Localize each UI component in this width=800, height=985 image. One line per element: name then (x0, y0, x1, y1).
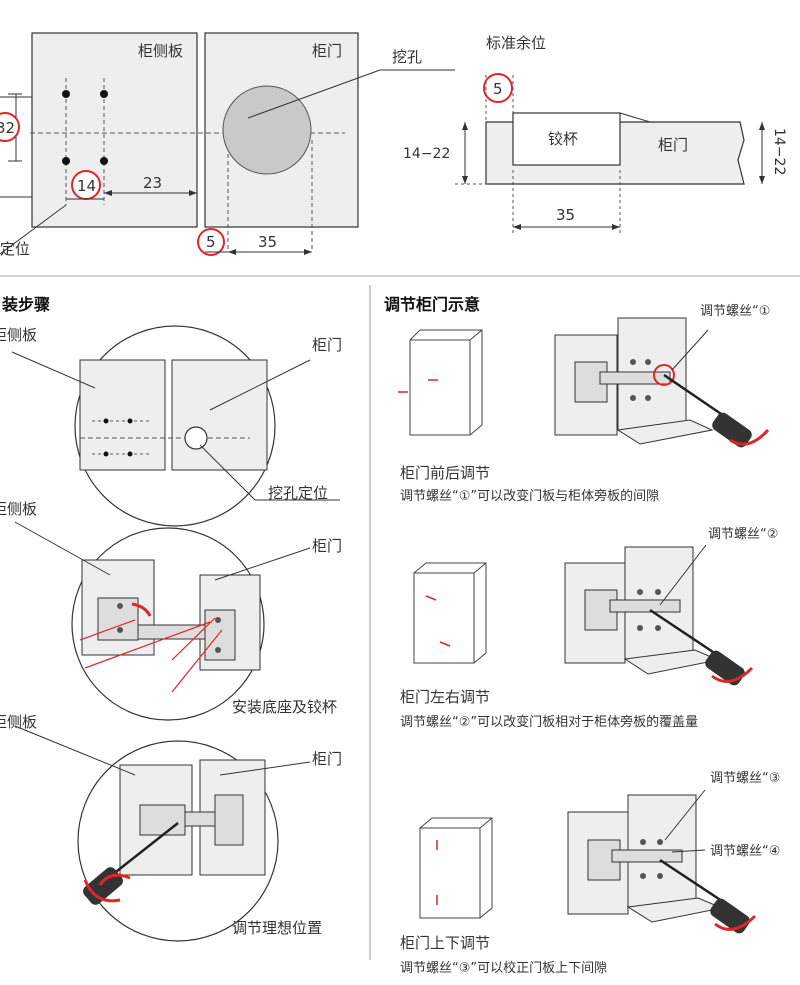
top-right-dim-5: 5 (493, 80, 503, 98)
adjust-row-title: 柜门上下调节 (400, 934, 490, 952)
dim-23: 23 (143, 174, 162, 192)
cabinet-icon (419, 817, 493, 919)
cabinet-icon (398, 329, 483, 436)
step3-caption: 调节理想位置 (232, 919, 322, 937)
door-section-view: 标准余位 5 铰杯 柜门 14−22 14−22 35 (403, 34, 787, 235)
dim-marker (197, 228, 225, 256)
step1-door-label: 柜门 (312, 336, 342, 354)
adjust-row-title: 柜门左右调节 (400, 688, 490, 706)
step1-bore-position-label: 挖孔定位 (268, 484, 328, 502)
screw-hole (100, 90, 108, 98)
screw-hole (100, 157, 108, 165)
step2-caption: 安装底座及铰杯 (232, 698, 337, 716)
step3-side-label: 柜侧板 (0, 713, 37, 731)
install-step-2: 柜侧板 柜门 安装底座及铰杯 (0, 500, 342, 721)
hinge-cup-label: 铰杯 (548, 130, 578, 148)
hinge-illustration (554, 317, 770, 448)
top-right-dim-35: 35 (556, 206, 575, 224)
dim-5: 5 (206, 233, 216, 251)
side-panel (31, 32, 198, 228)
adjust-row-desc: 调节螺丝“②”可以改变门板相对于柜体旁板的覆盖量 (400, 714, 698, 730)
adjust-row-up-down: 调节螺丝“③ 调节螺丝“④ 柜门上下调节 调节螺丝“③”可以校正门板上下间隙 (400, 771, 780, 976)
screw-label-3: 调节螺丝“③ (710, 771, 780, 786)
step2-door-label: 柜门 (312, 537, 342, 555)
thickness-right: 14−22 (771, 128, 787, 175)
dim-marker (483, 73, 513, 103)
dim-14: 14 (77, 177, 96, 195)
screwdriver-handle (712, 412, 752, 448)
thickness-left: 14−22 (403, 146, 450, 162)
cabinet-icon (413, 562, 487, 664)
adjust-row-desc: 调节螺丝“①”可以改变门板与柜体旁板的间隙 (400, 488, 659, 504)
position-label: 定位 (0, 240, 30, 258)
side-panel-label: 柜侧板 (138, 42, 183, 60)
adjust-row-front-back: 调节螺丝“① 柜门前后调节 调节螺丝“①”可以改变门板与柜体旁板的间隙 (398, 304, 770, 504)
cup-bore-hole (222, 85, 312, 175)
install-steps-title: 装步骤 (1, 295, 50, 314)
step3-door-label: 柜门 (312, 750, 342, 768)
standard-margin-label: 标准余位 (486, 34, 546, 52)
hinge-illustration (567, 789, 757, 934)
screw-label-2: 调节螺丝“② (708, 527, 778, 542)
screw-hole (62, 90, 70, 98)
adjust-title: 调节柜门示意 (384, 295, 480, 314)
dim-marker (0, 112, 20, 142)
install-step-3: 柜侧板 柜门 调节理想位置 (0, 713, 342, 942)
dim-35: 35 (258, 233, 277, 251)
step1-side-label: 柜侧板 (0, 326, 37, 344)
step2-side-label: 柜侧板 (0, 500, 37, 518)
drilling-layout-section: 柜侧板 柜门 挖孔 32 14 23 5 35 定位 (0, 32, 455, 258)
screwdriver-handle (710, 898, 750, 934)
adjust-screw-marker (653, 364, 675, 386)
door-label: 柜门 (312, 42, 342, 60)
install-step-1: 柜侧板 柜门 挖孔定位 (0, 325, 342, 527)
top-right-door-label: 柜门 (658, 136, 688, 154)
adjust-row-left-right: 调节螺丝“② 柜门左右调节 调节螺丝“②”可以改变门板相对于柜体旁板的覆盖量 (400, 527, 778, 730)
adjust-row-title: 柜门前后调节 (400, 464, 490, 482)
screw-label-1: 调节螺丝“① (700, 304, 770, 319)
screw-hole (62, 157, 70, 165)
bore-hole (184, 426, 208, 450)
dim-32: 32 (0, 119, 15, 137)
adjust-row-desc: 调节螺丝“③”可以校正门板上下间隙 (400, 960, 607, 976)
hinge-cup-recess (512, 112, 621, 166)
screw-label-4: 调节螺丝“④ (710, 844, 780, 859)
screwdriver-handle (705, 650, 745, 686)
bore-label: 挖孔 (392, 48, 422, 66)
hinge-illustration (564, 544, 754, 686)
